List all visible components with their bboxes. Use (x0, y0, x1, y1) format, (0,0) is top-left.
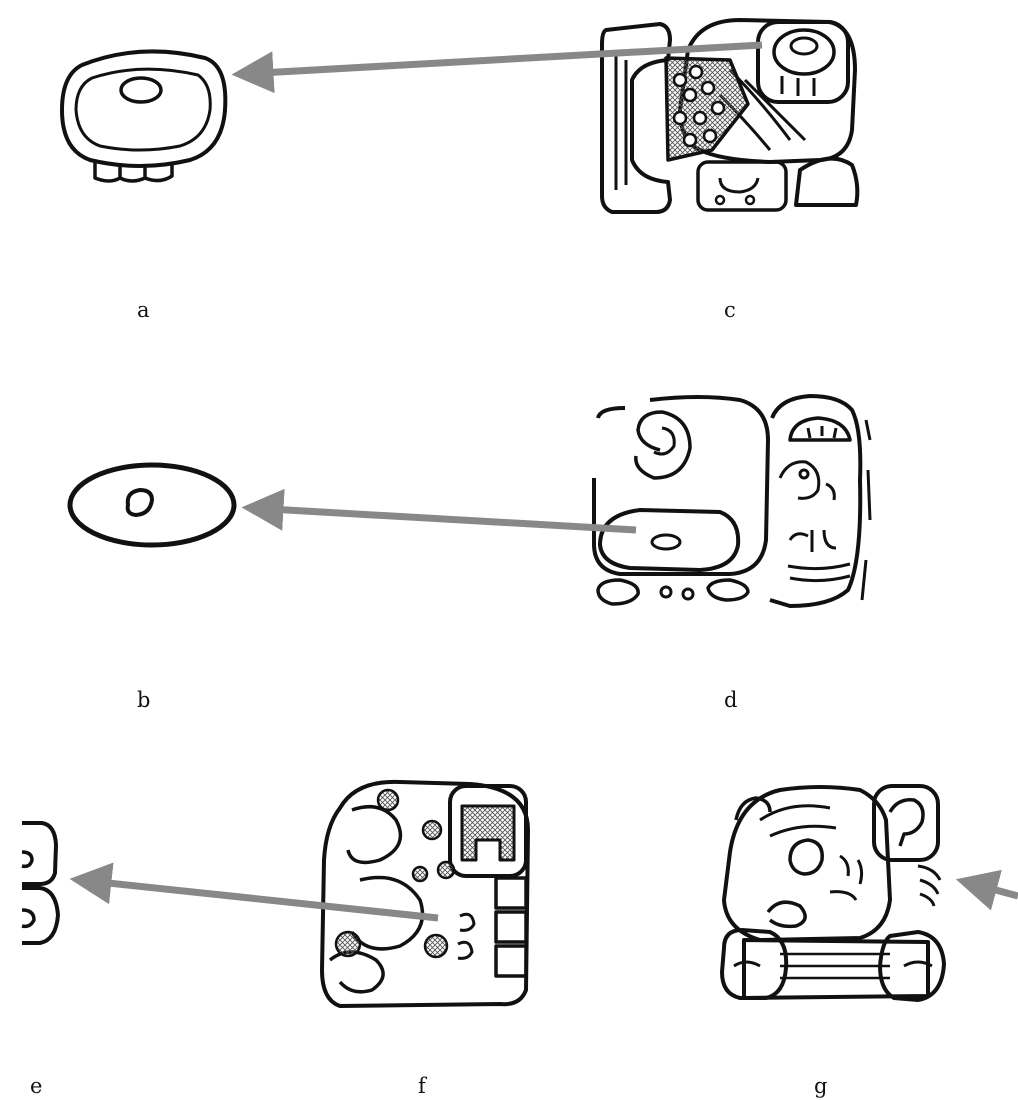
glyph-g-source (720, 784, 946, 1002)
glyph-f-inner-hooks (457, 912, 476, 960)
glyph-d-head-cap-marks (806, 426, 838, 439)
glyph-d-lower-center (650, 533, 682, 551)
glyph-g-head-outline (722, 785, 892, 942)
glyph-g-eye (788, 838, 824, 876)
glyph-g-left-cap (720, 928, 789, 1000)
glyph-f-scroll-body (346, 804, 425, 951)
glyph-c-eye-teeth (780, 76, 816, 96)
arrow-to-g (955, 869, 1018, 911)
glyph-b-outer-ring (67, 462, 237, 548)
label-c: c (724, 298, 736, 322)
label-f: f (418, 1074, 426, 1098)
glyph-g-right-cap (878, 930, 946, 1002)
glyph-a-teeth (93, 160, 174, 183)
glyph-c-left-stripes (614, 55, 628, 190)
glyph-a-inner-ring (74, 67, 212, 152)
glyph-f-side-blocks (494, 876, 528, 978)
glyph-g-base-stripes (780, 952, 890, 980)
glyph-c-bottom-hook (718, 177, 760, 194)
arrows (69, 41, 1018, 922)
glyph-f-source (320, 779, 530, 1008)
glyph-e-lower-cartouche (22, 886, 61, 945)
glyph-e-upper-cartouche (22, 821, 59, 886)
label-d: d (724, 688, 738, 712)
glyph-d-right-strokes (860, 419, 872, 601)
glyph-g-ear-shape (888, 798, 925, 847)
glyph-d-head-cap (788, 416, 852, 442)
glyph-b-detail (67, 462, 237, 548)
glyph-d-bottom-dots (659, 585, 695, 601)
glyph-g-base-bar (742, 938, 930, 1000)
glyph-g-side-stripes (917, 864, 942, 907)
glyph-g-forehead-lines (759, 804, 837, 838)
glyph-c-source (600, 18, 860, 214)
glyph-d-face (778, 460, 836, 501)
glyph-d-mouth (788, 529, 837, 552)
glyph-g-right-cap-hook (903, 960, 933, 968)
glyph-a-detail (60, 49, 228, 183)
label-a: a (137, 298, 150, 322)
glyph-c-eye-center (789, 36, 819, 56)
glyph-d-spiral-inner (653, 426, 676, 456)
glyph-g-ear-block (872, 784, 940, 862)
glyph-f-hatched-spots (334, 788, 456, 959)
glyph-c-left-frame (600, 22, 672, 214)
label-e: e (30, 1074, 43, 1098)
glyph-c-right-bump (794, 156, 860, 207)
glyph-d-lower-ring (598, 508, 741, 572)
glyph-c-bottom-dots (714, 194, 756, 206)
glyph-f-cartouche-cross (460, 804, 516, 862)
glyph-e-lower-hook (21, 908, 36, 929)
glyph-d-main-block (592, 395, 770, 576)
glyph-g-left-cap-hook (733, 960, 761, 968)
glyph-e-upper-hook (21, 850, 34, 869)
glyph-f-lower-curl (328, 950, 385, 994)
glyph-d-spiral (634, 410, 692, 480)
glyph-a-outer-frame (60, 49, 228, 168)
glyph-d-source (592, 394, 872, 608)
glyph-c-eye-block (756, 20, 850, 104)
glyph-d-bottom-tabs (596, 578, 750, 606)
glyph-e-detail (21, 821, 61, 945)
glyph-c-bottom-block (696, 160, 788, 212)
glyph-d-head-outline (769, 394, 863, 608)
label-b: b (137, 688, 151, 712)
glyph-a-center (119, 76, 163, 104)
label-g: g (814, 1074, 828, 1098)
glyph-c-eye-ring (772, 28, 836, 76)
glyph-f-outline (320, 779, 530, 1008)
glyph-c-spots (672, 64, 726, 148)
glyph-f-cartouche (448, 784, 528, 878)
arrow-f-to-e (69, 862, 439, 922)
arrow-c-to-a (231, 41, 763, 94)
glyph-g-face-marks (829, 854, 864, 901)
arrow-d-to-b (241, 488, 637, 534)
glyph-b-center (125, 487, 155, 518)
glyph-g-mouth (766, 900, 807, 929)
glyph-d-chin-lines (787, 562, 851, 583)
glyph-g-top-knob (734, 796, 772, 821)
